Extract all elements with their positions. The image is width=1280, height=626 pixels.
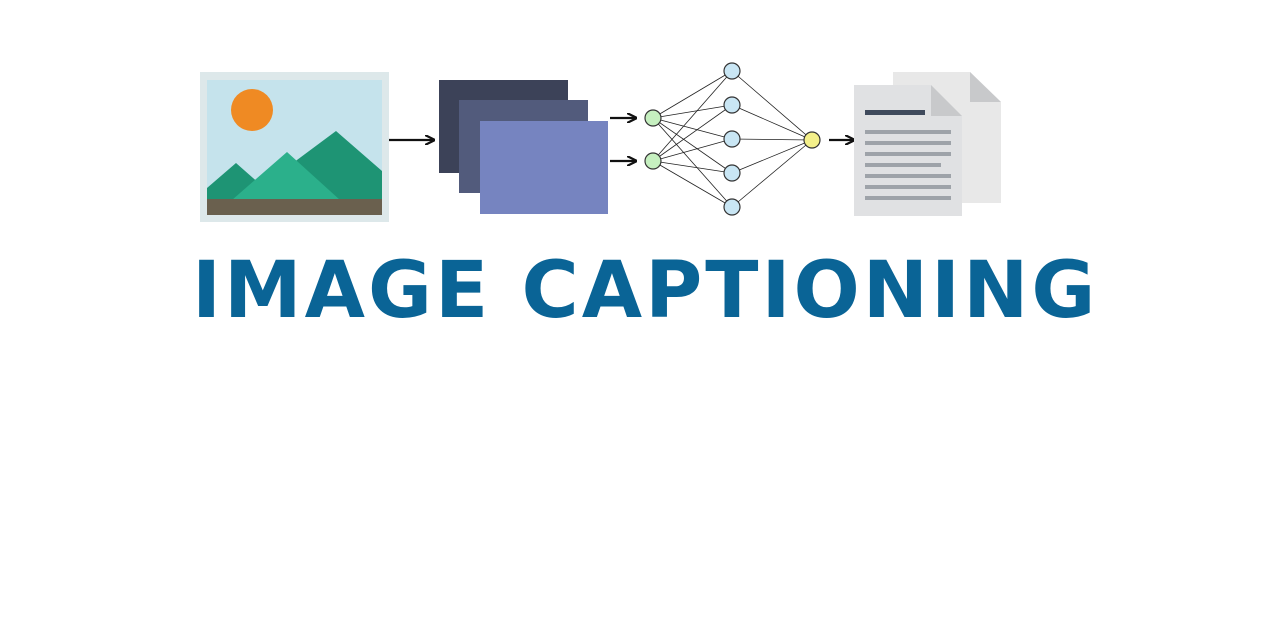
sun-shape (231, 89, 273, 131)
layer-front-shape (480, 121, 608, 214)
connection-line (652, 70, 733, 162)
connection-line (652, 104, 733, 119)
connection-line (652, 70, 733, 119)
document-front-shape (854, 85, 962, 216)
hidden-node (723, 62, 741, 80)
hidden-node (723, 130, 741, 148)
connection-line (652, 104, 733, 162)
document-text-line (865, 152, 951, 156)
image-icon (200, 72, 389, 222)
ground-shape (207, 199, 382, 215)
document-heading-line (865, 110, 925, 115)
neural-network-icon (644, 62, 821, 216)
document-text-line (865, 196, 951, 200)
connection-line (652, 117, 733, 140)
page-title: IMAGE CAPTIONING (192, 246, 1099, 336)
connection-line (652, 117, 733, 208)
feature-maps-icon (439, 80, 608, 214)
document-text-line (865, 174, 951, 178)
hidden-node (723, 96, 741, 114)
output-node (803, 131, 821, 149)
connection-line (652, 160, 733, 208)
hidden-node (723, 198, 741, 216)
document-text-line (865, 141, 951, 145)
hidden-node (723, 164, 741, 182)
document-front-fold-shape (931, 85, 962, 116)
connection-line (731, 138, 813, 141)
connection-line (731, 139, 813, 174)
document-icon (854, 72, 1001, 216)
connection-line (731, 104, 813, 141)
connection-line (731, 70, 813, 141)
document-back-fold-shape (970, 72, 1001, 102)
connection-line (652, 160, 733, 174)
connection-line (731, 139, 813, 208)
input-node (644, 109, 662, 127)
mountain-front-shape (232, 152, 340, 200)
connection-line (652, 117, 733, 174)
document-text-line (865, 185, 951, 189)
document-text-lines (865, 130, 951, 200)
input-node (644, 152, 662, 170)
document-text-line (865, 130, 951, 134)
connection-line (652, 138, 733, 162)
document-text-line (865, 163, 941, 167)
